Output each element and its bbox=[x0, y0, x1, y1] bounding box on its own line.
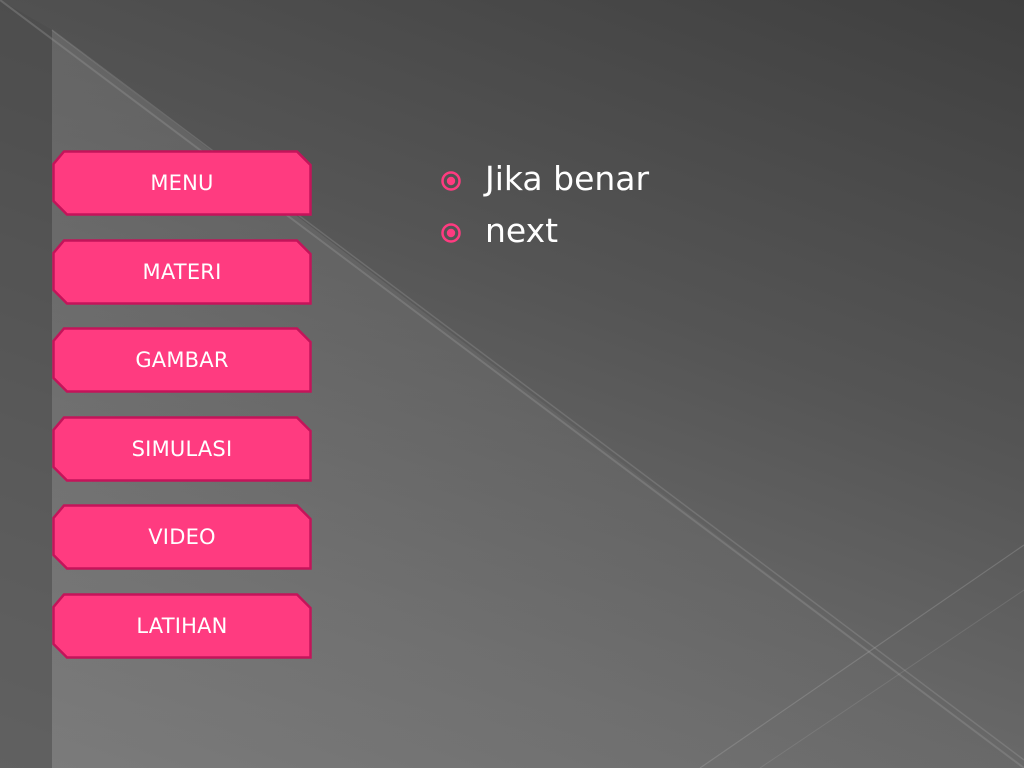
menu-button[interactable]: MENU bbox=[52, 150, 312, 216]
target-bullet-icon bbox=[441, 171, 461, 191]
bullet-item: next bbox=[440, 207, 1000, 259]
latihan-button-label: LATIHAN bbox=[136, 613, 228, 638]
materi-button-label: MATERI bbox=[142, 259, 222, 284]
target-bullet-icon bbox=[441, 223, 461, 243]
navigation-menu: MENU MATERI GAMBAR SIMULASI VIDEO bbox=[52, 150, 312, 682]
simulasi-button-label: SIMULASI bbox=[131, 436, 233, 461]
materi-button[interactable]: MATERI bbox=[52, 238, 312, 305]
menu-button-label: MENU bbox=[150, 171, 214, 195]
video-button-label: VIDEO bbox=[148, 525, 216, 550]
gambar-button-label: GAMBAR bbox=[135, 348, 229, 373]
gambar-button[interactable]: GAMBAR bbox=[52, 327, 312, 393]
bullet-item: Jika benar bbox=[440, 155, 1000, 207]
latihan-button[interactable]: LATIHAN bbox=[52, 593, 312, 659]
simulasi-button[interactable]: SIMULASI bbox=[52, 416, 312, 482]
content-bullets: Jika benar next bbox=[440, 155, 1000, 259]
video-button[interactable]: VIDEO bbox=[52, 504, 312, 571]
bullet-text: next bbox=[485, 211, 559, 250]
bullet-text: Jika benar bbox=[485, 159, 650, 198]
